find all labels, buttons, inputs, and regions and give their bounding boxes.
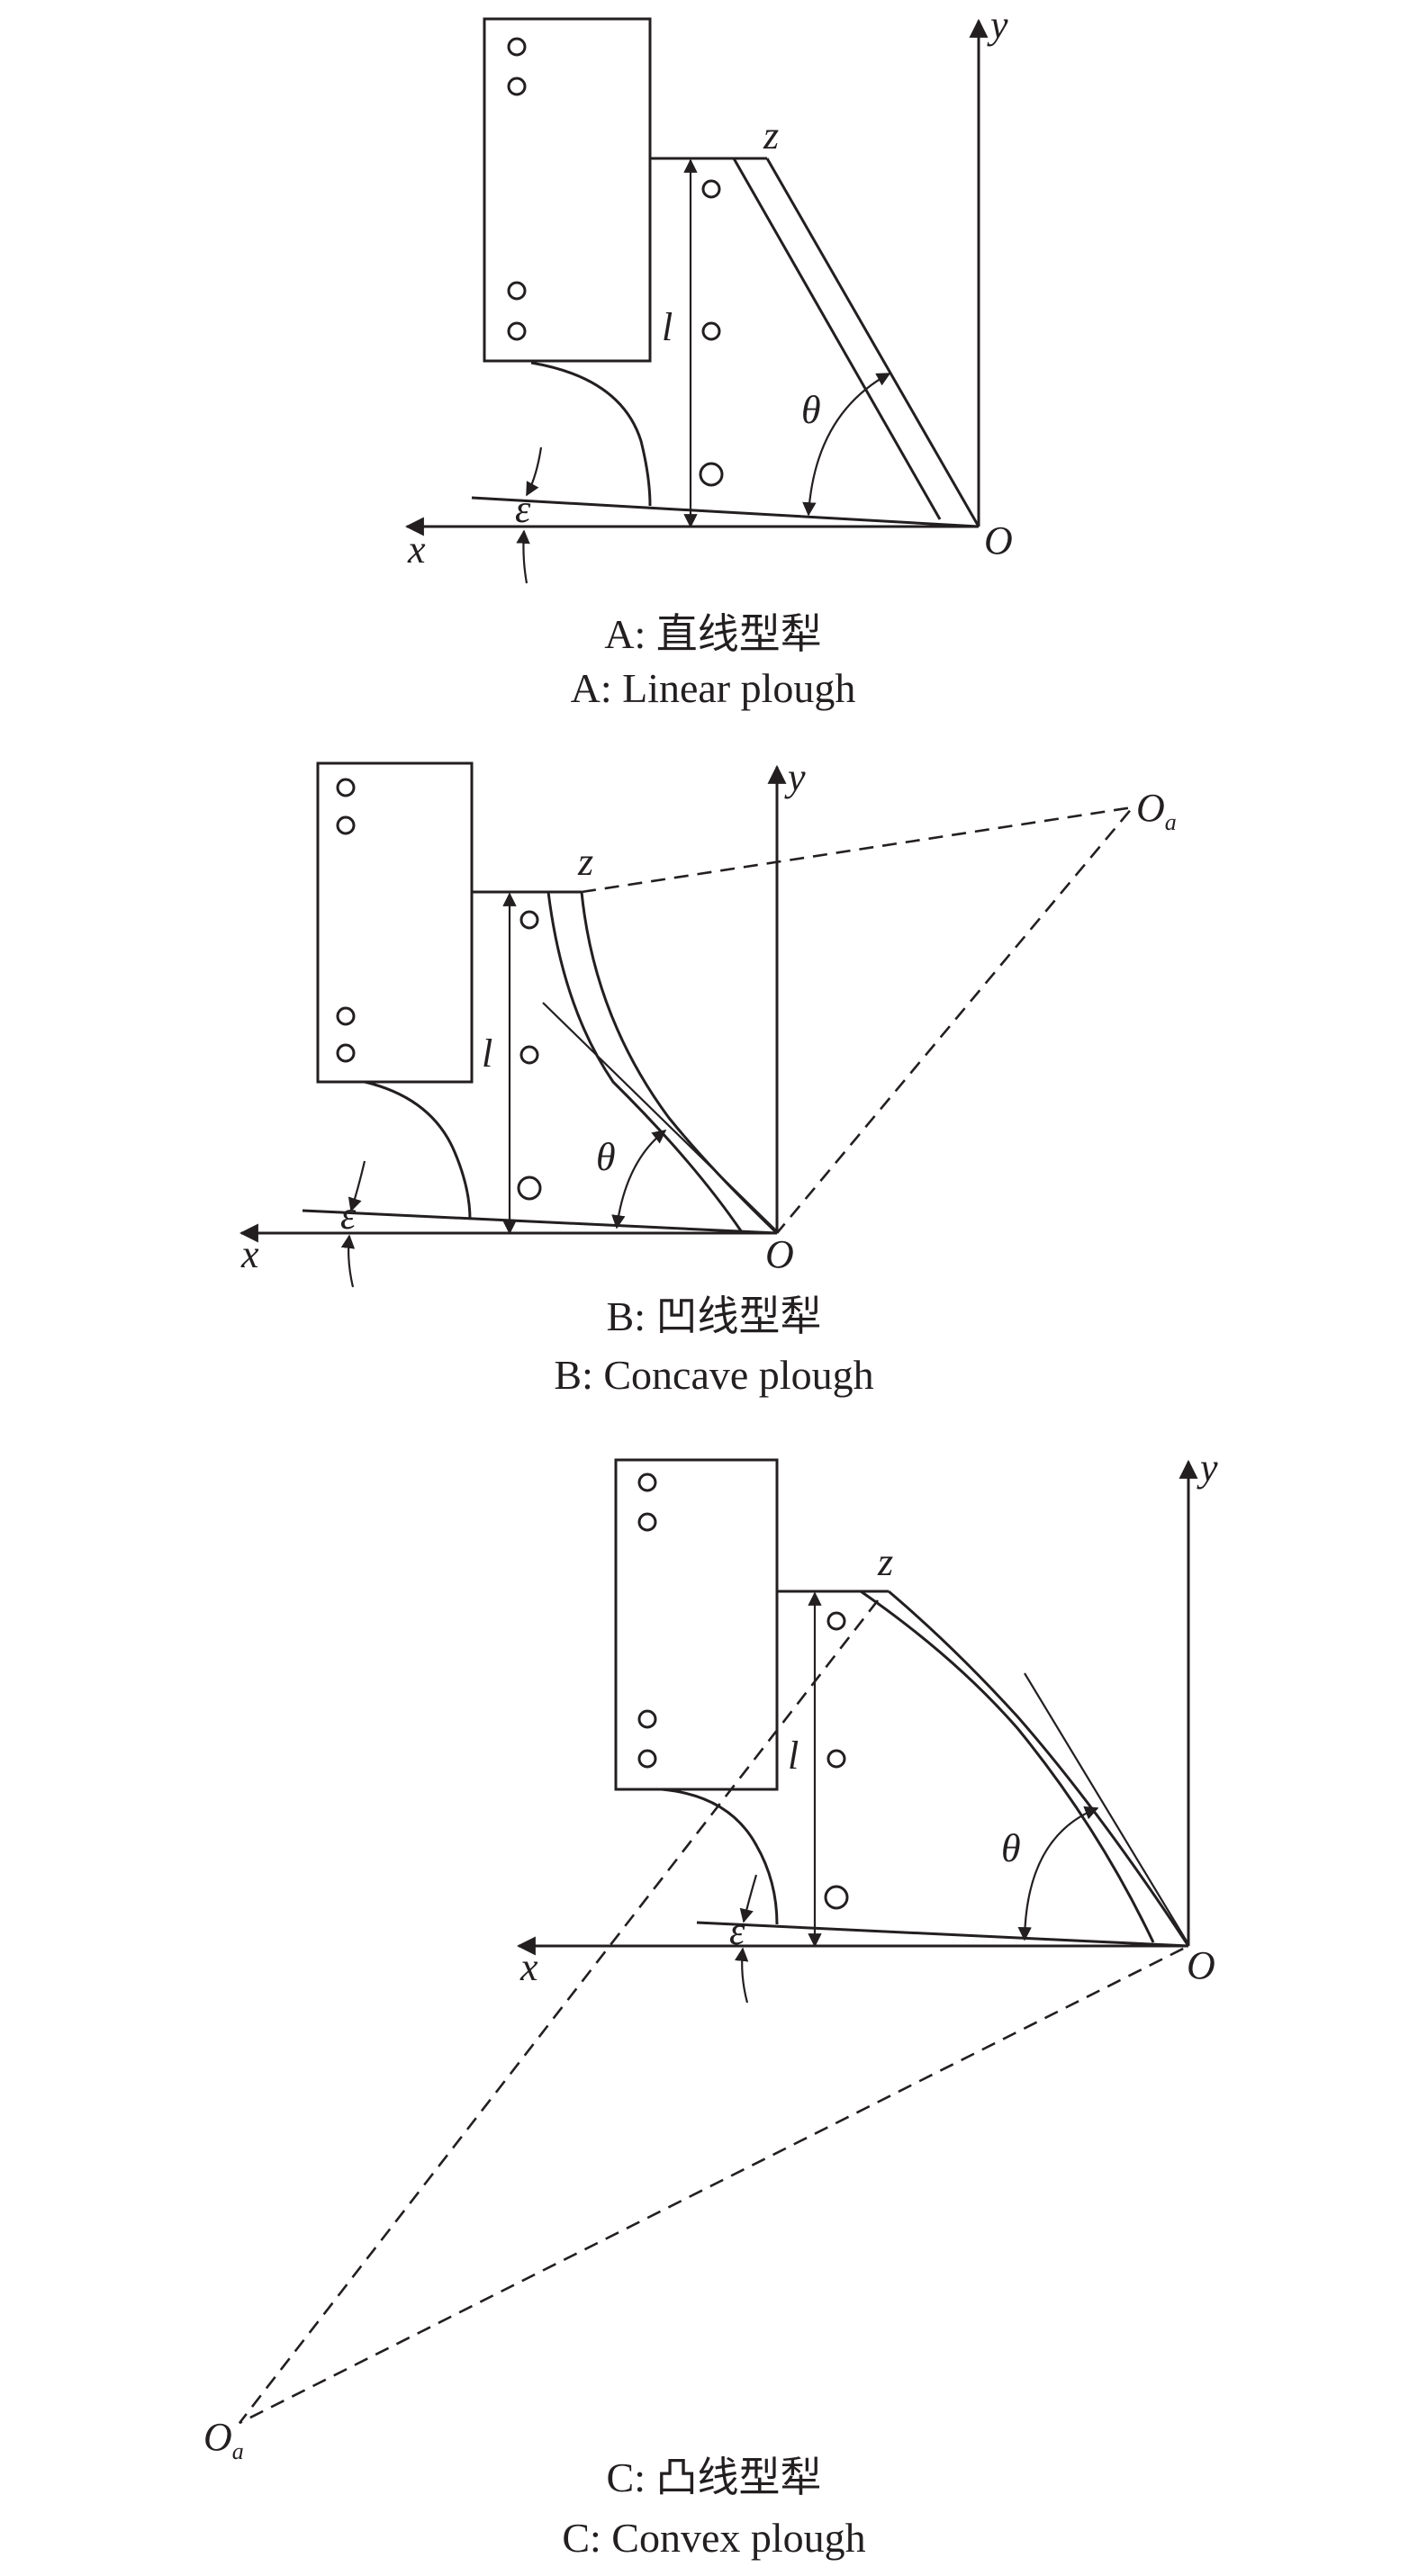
label-oa: Oa: [203, 2415, 244, 2464]
epsilon-arrow-top: [348, 1160, 366, 1212]
shin-curve: [364, 1080, 472, 1220]
plough-outer-curve: [888, 1590, 1190, 1947]
shin-curve: [661, 1788, 779, 1925]
plough-outer-curve: [580, 891, 779, 1235]
label-x: x: [240, 1232, 259, 1276]
label-theta: θ: [801, 388, 821, 432]
label-y: y: [987, 3, 1008, 47]
plough-inner-curve: [860, 1590, 1155, 1943]
label-l: l: [482, 1031, 492, 1076]
blade-holes: [824, 1611, 849, 1910]
label-origin: O: [1187, 1943, 1215, 1987]
panel-b-concave-plough: z l θ ε x O y Oa B: 凹线型犁 B: Concave plou…: [239, 755, 1177, 1398]
label-l: l: [662, 305, 673, 349]
plate-holes: [507, 37, 527, 341]
epsilon-arrow-bottom: [734, 1947, 749, 2004]
label-y: y: [1197, 1446, 1218, 1490]
caption-en: C: Convex plough: [562, 2515, 865, 2561]
epsilon-arrow-bottom: [340, 1234, 356, 1288]
tangent-line: [542, 1002, 778, 1232]
blade-holes: [517, 910, 542, 1201]
ground-line: [696, 1921, 1189, 1948]
label-oa: Oa: [1136, 786, 1177, 835]
label-epsilon: ε: [729, 1909, 745, 1953]
theta-arc: [1017, 1806, 1099, 1941]
label-epsilon: ε: [340, 1193, 357, 1238]
label-z: z: [877, 1540, 893, 1584]
epsilon-arrow-bottom: [516, 529, 530, 584]
label-theta: θ: [1001, 1826, 1021, 1870]
caption-cn: B: 凹线型犁: [607, 1293, 822, 1339]
label-l: l: [788, 1734, 799, 1778]
blade-holes: [699, 179, 724, 487]
ground-line: [302, 1209, 778, 1235]
label-theta: θ: [596, 1135, 616, 1179]
label-x: x: [519, 1945, 538, 1989]
mounting-plate: [614, 1458, 779, 1791]
radius-dashed-lines: [238, 1599, 1189, 2425]
label-z: z: [577, 840, 593, 884]
panel-a-linear-plough: z l θ ε x O y A: 直线型犁 A: Linear plough: [404, 3, 1013, 711]
label-z: z: [763, 113, 779, 158]
caption-en: B: Concave plough: [554, 1352, 873, 1398]
ground-line: [471, 496, 980, 528]
plate-holes: [336, 778, 356, 1063]
caption-cn: C: 凸线型犁: [607, 2454, 822, 2500]
caption-cn: A: 直线型犁: [604, 611, 822, 657]
radius-dashed-lines: [581, 806, 1136, 1234]
plough-outer-line: [765, 158, 980, 527]
plough-inner-curve: [546, 891, 744, 1233]
plate-holes: [637, 1473, 657, 1769]
plough-inner-line: [732, 158, 942, 520]
mounting-plate: [483, 17, 652, 363]
epsilon-arrow-top: [526, 446, 543, 497]
theta-arc: [611, 1130, 667, 1229]
label-epsilon: ε: [515, 487, 531, 531]
theta-arc: [802, 373, 891, 517]
label-x: x: [407, 527, 426, 572]
mounting-plate: [316, 761, 474, 1084]
label-origin: O: [765, 1232, 794, 1276]
label-y: y: [784, 755, 806, 799]
shin-curve: [530, 361, 652, 507]
tangent-line: [1024, 1672, 1189, 1945]
panel-c-convex-plough: z l θ ε x O y Oa C: 凸线型犁 C: Convex ploug…: [203, 1446, 1218, 2561]
label-origin: O: [984, 518, 1013, 563]
epsilon-arrow-top: [739, 1874, 758, 1923]
caption-en: A: Linear plough: [571, 665, 856, 711]
